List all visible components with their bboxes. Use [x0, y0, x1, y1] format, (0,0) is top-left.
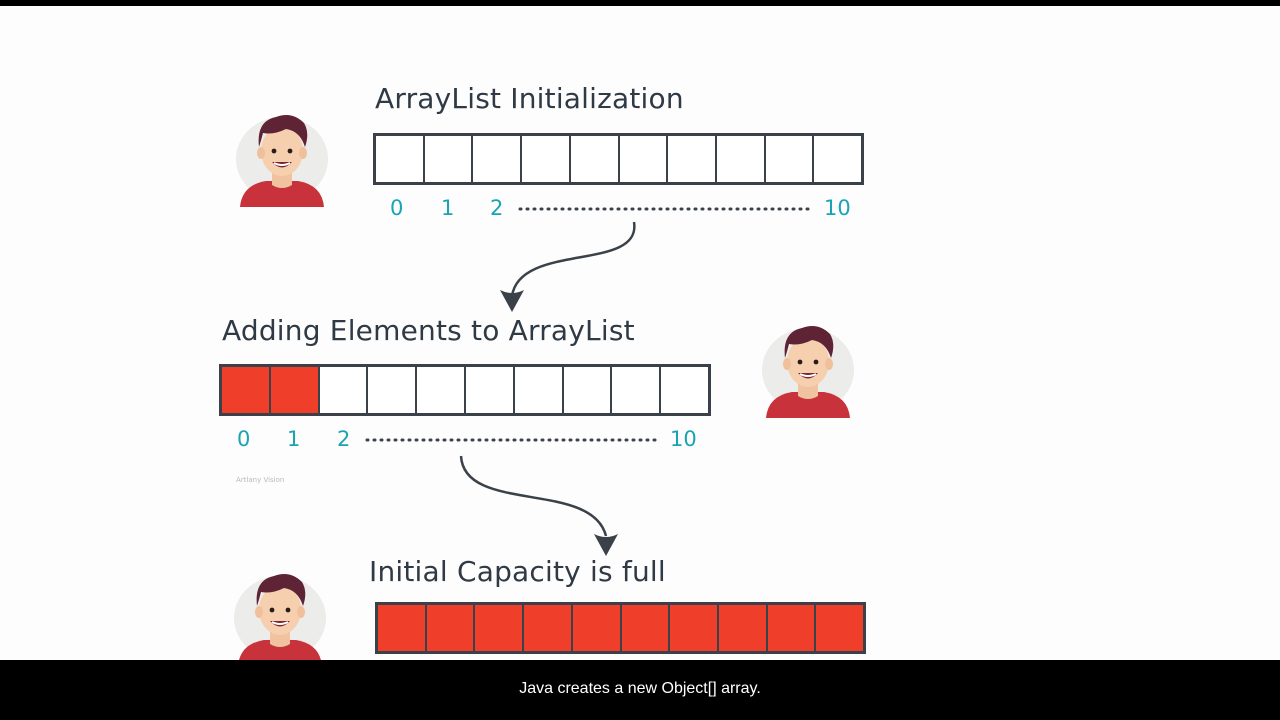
boy-avatar-icon: [234, 574, 326, 660]
diagram-stage: ArrayList Initialization 0 1 2 10 Adding…: [0, 6, 1280, 660]
boy-avatar-icon: [236, 115, 328, 207]
curved-arrow-icon: [500, 222, 634, 312]
subtitle-text: Java creates a new Object[] array.: [0, 680, 1280, 698]
subtitle-bar: Java creates a new Object[] array.: [0, 660, 1280, 720]
boy-avatar-icon: [762, 326, 854, 418]
curved-arrow-icon: [461, 456, 618, 556]
